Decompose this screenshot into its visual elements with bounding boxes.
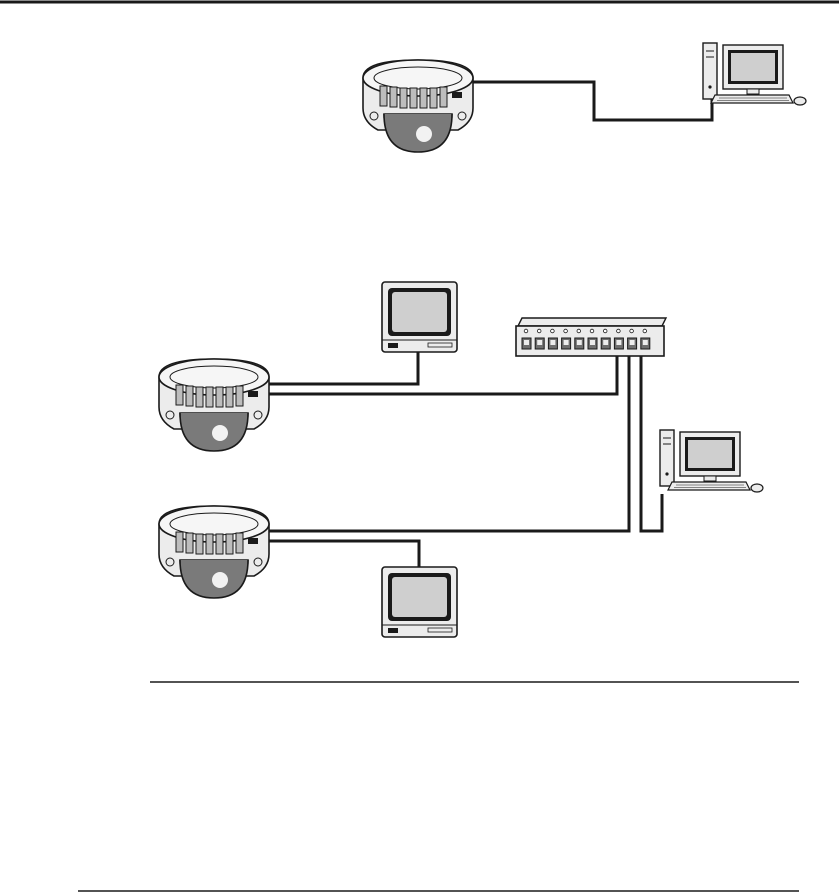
cable-camera1-monitor1: [268, 352, 418, 384]
hub-port-socket-8: [616, 340, 621, 345]
hub-led-2: [537, 329, 541, 333]
hub-port-socket-4: [564, 340, 569, 345]
dome-camera-2-icon: [159, 506, 269, 598]
hub-led-5: [577, 329, 581, 333]
hub-led-7: [603, 329, 607, 333]
hub-port-socket-5: [577, 340, 582, 345]
hub-port-socket-10: [643, 340, 648, 345]
hub-port-socket-6: [590, 340, 595, 345]
hub-led-1: [524, 329, 528, 333]
hub-led-4: [564, 329, 568, 333]
cable-camera2-hub: [268, 348, 629, 531]
hub-port-socket-9: [630, 340, 635, 345]
hub-led-3: [551, 329, 555, 333]
network-hub-icon: [516, 318, 666, 356]
bottom-diagram: [159, 282, 763, 637]
dome-camera-1-icon: [159, 359, 269, 451]
hub-led-6: [590, 329, 594, 333]
pc-icon: [703, 43, 806, 105]
bottom-cables: [268, 348, 662, 568]
hub-led-8: [617, 329, 621, 333]
monitor-2-icon: [382, 567, 457, 637]
hub-port-socket-7: [603, 340, 608, 345]
hub-led-10: [643, 329, 647, 333]
top-cable: [462, 82, 712, 120]
hub-port-socket-2: [537, 340, 542, 345]
cable-hub-pc: [641, 348, 662, 531]
cable-camera2-monitor2: [268, 541, 419, 568]
pc-2-icon: [660, 430, 763, 492]
monitor-1-icon: [382, 282, 457, 352]
hub-port-socket-3: [550, 340, 555, 345]
hub-led-9: [630, 329, 634, 333]
top-diagram: [363, 43, 806, 152]
hub-port-socket-1: [524, 340, 529, 345]
dome-camera-icon: [363, 60, 473, 152]
